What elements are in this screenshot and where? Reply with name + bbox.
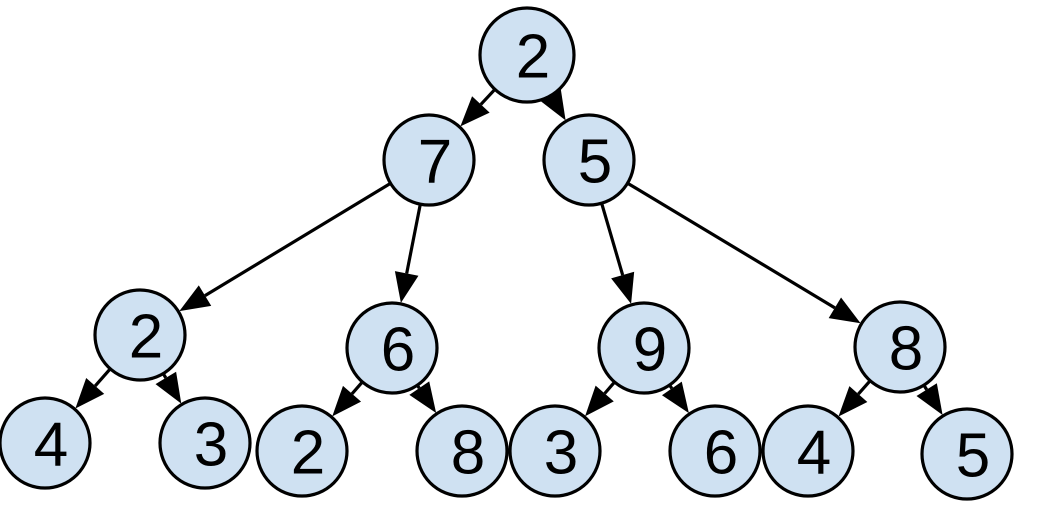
tree-edge — [627, 182, 861, 324]
tree-node[interactable]: 2 — [255, 404, 349, 498]
node-circle[interactable] — [345, 301, 439, 395]
arrowhead-icon — [916, 383, 943, 416]
node-circle[interactable] — [668, 404, 762, 498]
node-circle[interactable] — [508, 404, 602, 498]
node-circle[interactable] — [158, 396, 252, 490]
node-circle[interactable] — [478, 6, 576, 104]
node-circle[interactable] — [93, 288, 187, 382]
tree-node[interactable]: 6 — [668, 404, 762, 498]
tree-edge — [75, 368, 111, 409]
arrowhead-icon — [409, 381, 437, 413]
arrowhead-icon — [540, 88, 566, 121]
arrowhead-icon — [838, 386, 868, 417]
arrowhead-icon — [661, 381, 689, 414]
arrowhead-icon — [155, 371, 182, 404]
node-circle[interactable] — [597, 301, 691, 395]
arrowhead-icon — [611, 271, 635, 304]
arrowhead-icon — [332, 385, 362, 417]
node-circle[interactable] — [542, 113, 636, 207]
tree-node[interactable]: 8 — [415, 404, 509, 498]
tree-edge — [916, 383, 943, 416]
arrowhead-icon — [394, 271, 419, 303]
tree-node[interactable]: 8 — [853, 300, 947, 394]
tree-node[interactable]: 9 — [597, 301, 691, 395]
tree-node[interactable]: 3 — [508, 404, 602, 498]
node-circle[interactable] — [920, 407, 1014, 501]
arrowhead-icon — [75, 378, 105, 409]
node-circle[interactable] — [853, 300, 947, 394]
node-circle[interactable] — [0, 396, 92, 490]
tree-node[interactable]: 3 — [158, 396, 252, 490]
node-circle[interactable] — [255, 404, 349, 498]
tree-edge — [838, 380, 871, 417]
node-circle[interactable] — [415, 404, 509, 498]
tree-edge — [179, 182, 391, 312]
tree-edge — [600, 203, 635, 304]
tree-node[interactable]: 2 — [93, 288, 187, 382]
tree-node[interactable]: 5 — [542, 113, 636, 207]
tree-node[interactable]: 4 — [0, 396, 92, 490]
tree-node[interactable]: 4 — [761, 404, 855, 498]
arrowhead-icon — [828, 297, 861, 324]
tree-node[interactable]: 5 — [920, 407, 1014, 501]
arrowhead-icon — [585, 385, 614, 417]
node-circle[interactable] — [761, 404, 855, 498]
node-circle[interactable] — [382, 113, 476, 207]
tree-node[interactable]: 2 — [478, 6, 576, 104]
tree-edge — [332, 381, 363, 417]
arrowhead-icon — [179, 285, 212, 312]
arrowhead-icon — [460, 96, 490, 127]
tree-edge — [460, 88, 496, 127]
tree-edge — [155, 371, 182, 404]
tree-node[interactable]: 6 — [345, 301, 439, 395]
edge-layer — [75, 88, 943, 417]
tree-node[interactable]: 7 — [382, 113, 476, 207]
tree-edge — [585, 381, 616, 417]
tree-edge — [394, 204, 422, 303]
